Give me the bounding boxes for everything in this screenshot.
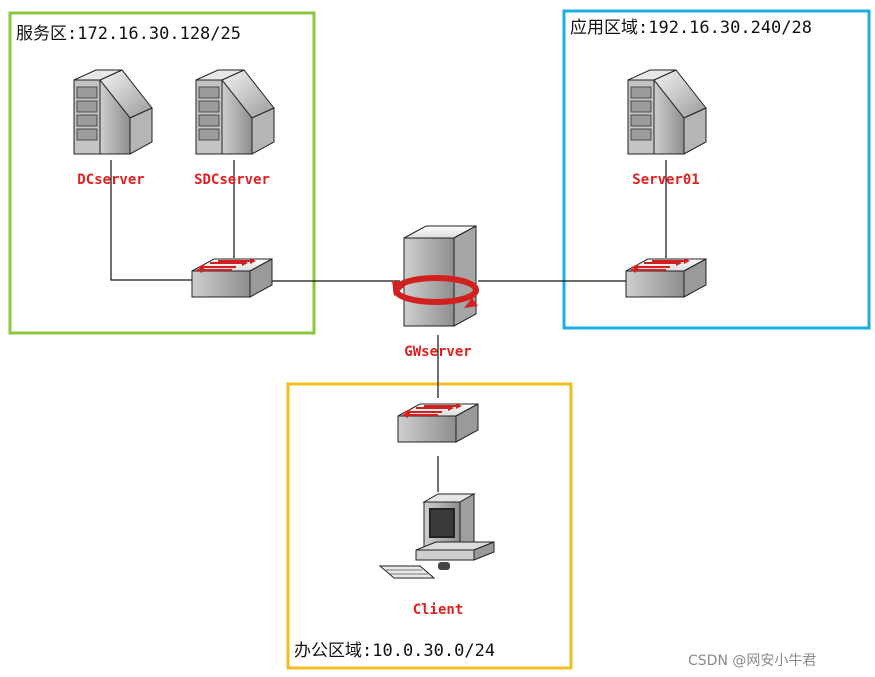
application-zone-box xyxy=(562,9,871,330)
service-zone-title: 服务区:172.16.30.128/25 xyxy=(16,24,241,44)
client-label: Client xyxy=(413,602,464,618)
application-switch-icon xyxy=(625,257,707,298)
sdcserver-server-icon xyxy=(195,69,275,155)
application-zone-title: 应用区域:192.16.30.240/28 xyxy=(570,18,812,38)
service-zone-box xyxy=(8,11,316,335)
server01-label: Server01 xyxy=(632,172,699,188)
dcserver-label: DCserver xyxy=(77,172,144,188)
office-zone-title: 办公区域:10.0.30.0/24 xyxy=(294,641,495,661)
watermark-text: CSDN @网安小牛君 xyxy=(688,653,816,669)
server01-server-icon xyxy=(627,69,707,155)
client-workstation-icon xyxy=(379,493,495,579)
service-switch-icon xyxy=(191,257,273,298)
office-zone-box xyxy=(286,382,573,670)
link-dcserver-switch xyxy=(110,160,194,281)
office-switch-icon xyxy=(397,402,479,443)
dcserver-server-icon xyxy=(73,69,153,155)
sdcserver-label: SDCserver xyxy=(194,172,270,188)
gateway-server-icon xyxy=(392,226,478,326)
gwserver-label: GWserver xyxy=(404,344,471,360)
